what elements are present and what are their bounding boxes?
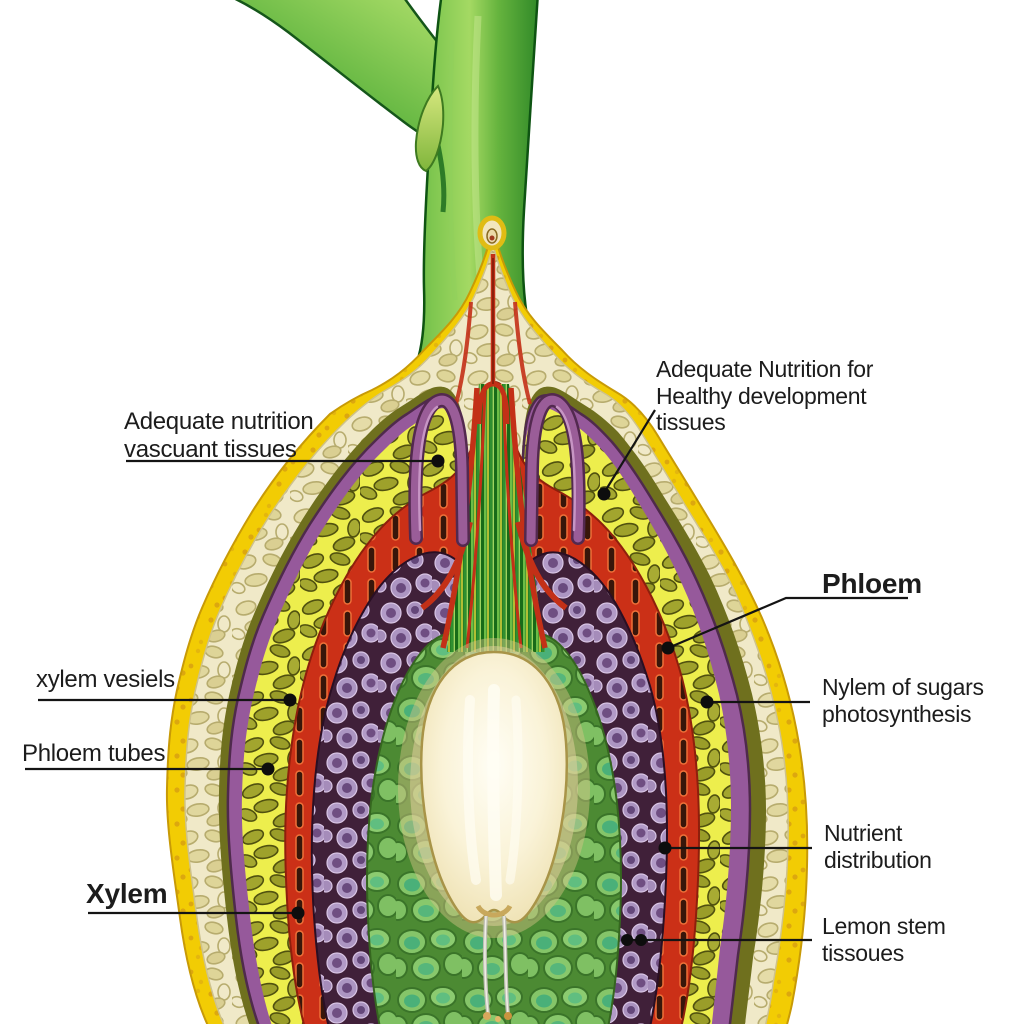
leader-phloem xyxy=(667,596,908,650)
leader-adequate-right xyxy=(603,409,656,494)
apex-tip-rings xyxy=(477,215,507,251)
label-phloem: Phloem xyxy=(822,568,922,599)
central-primordium xyxy=(398,638,590,1022)
label-xylem: Xylem xyxy=(86,878,168,909)
phloem-arch-left xyxy=(408,393,470,547)
label-nylem-of-sugars: Nylem of sugars photosynthesis xyxy=(822,674,984,727)
stem-highlight xyxy=(471,15,486,301)
primordium-notch-shade xyxy=(475,904,513,918)
axillary-bud xyxy=(414,84,445,173)
leader-lines xyxy=(25,409,908,942)
thread-tips xyxy=(483,1012,512,1022)
label-lemon-stem-tissoues: Lemon stem tissoues xyxy=(822,913,946,966)
label-adequate-nutrition-healthy: Adequate Nutrition for Healthy developme… xyxy=(656,356,874,436)
label-nutrient-distribution: Nutrient distribution xyxy=(824,820,932,873)
label-adequate-nutrition-vascuant: Adequate nutrition vascuant tissues xyxy=(124,408,314,463)
phloem-arch-right xyxy=(524,393,586,547)
leader-dots xyxy=(261,454,714,946)
label-xylem-vesiels: xylem vesiels xyxy=(36,666,175,693)
stem-highlight-2 xyxy=(447,39,458,301)
label-phloem-tubes: Phloem tubes xyxy=(22,740,166,767)
apex-vascular-strands xyxy=(408,215,586,652)
descending-threads xyxy=(482,915,510,1015)
primordium-streaks xyxy=(463,684,523,901)
